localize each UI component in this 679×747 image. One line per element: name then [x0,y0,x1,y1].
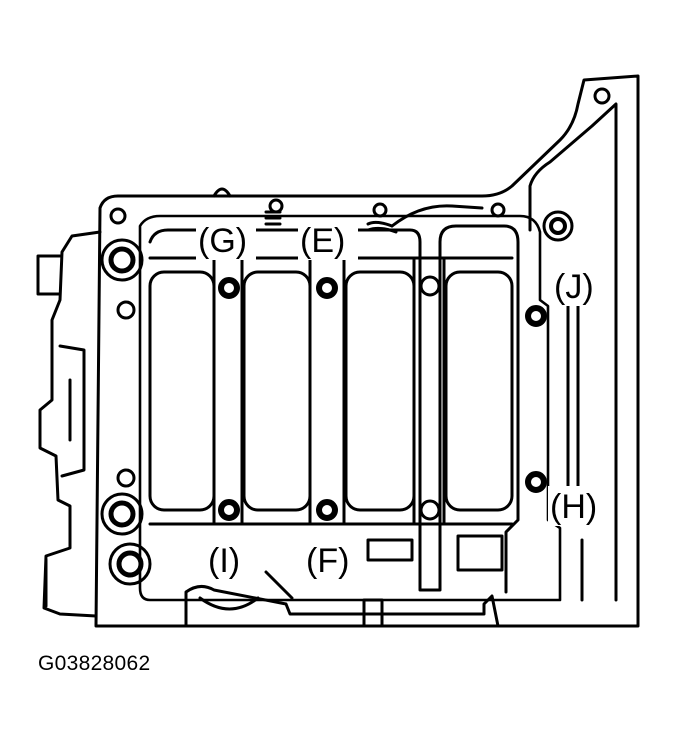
dowel-hole-upper-left [116,300,136,320]
web-hole-bottom [419,499,441,521]
inner-rim [138,214,562,602]
journal-bay-4 [444,270,514,512]
bolt-e [316,277,338,299]
web-hole-top [419,275,441,297]
label-bolt-j: (J) [554,268,594,306]
right-channel [528,102,618,602]
bearing-web-1 [212,256,244,526]
journal-bay-3 [344,270,416,512]
lower-pad [366,538,414,562]
boss-bolt-right-outer [542,210,574,242]
dowel-hole-lower-left [116,468,136,488]
boss-bolt-right-inner [549,217,567,235]
block-outline [94,74,640,628]
locating-hole-top-left [109,207,127,225]
right-slot [566,298,580,522]
rib-mark-e [366,220,398,234]
bolt-g [218,277,240,299]
oil-gallery [198,570,294,611]
top-arch [212,187,232,198]
boss-bolt-upper-inner [108,246,136,274]
locating-hole-corner [593,87,611,105]
boss-bolt-lower-inner [116,550,144,578]
bottom-flange [184,585,500,628]
lower-pad-right [456,534,504,572]
boss-bolt-mid-inner [108,500,136,528]
boss-bolt-lower-outer [108,542,152,586]
bolt-j [525,305,547,327]
locating-hole-top [268,198,284,214]
sump-outlet [362,598,384,628]
journal-bay-1 [148,270,216,512]
journal-bay-2 [242,270,312,512]
label-bolt-g: (G) [198,222,247,260]
bolt-f [316,499,338,521]
label-bolt-i: (I) [208,542,240,580]
bolt-h [525,471,547,493]
label-bolt-f: (F) [306,542,349,580]
left-bracket-inner [58,344,86,478]
top-boss-curve [390,204,484,228]
locating-hole-right [490,202,506,218]
bearing-web-3 [412,256,446,526]
bulkhead-outline [148,224,520,594]
rib-mark-g [264,210,282,226]
label-bolt-h: (H) [550,488,597,526]
bolt-i [218,499,240,521]
boss-bolt-mid-outer [100,492,144,536]
left-bracket-tab [36,254,62,296]
boss-bolt-upper-outer [100,238,144,282]
label-bolt-e: (E) [300,222,345,260]
bearing-web-2 [308,256,346,526]
figure-part-id: G03828062 [38,652,151,675]
locating-hole-mid [372,202,388,218]
